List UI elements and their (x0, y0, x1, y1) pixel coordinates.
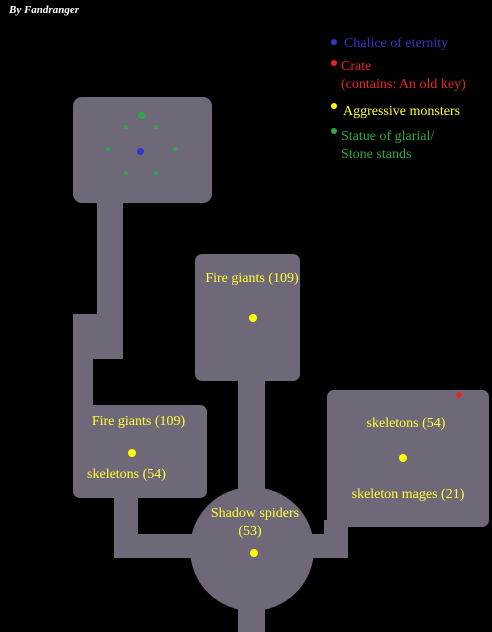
legend-crate-note: (contains: An old key) (341, 77, 466, 92)
legend-crate: Crate (341, 59, 372, 74)
green-dot-icon (331, 128, 337, 134)
corridor-central (238, 378, 265, 498)
stone-stand-marker (124, 125, 128, 129)
legend-statue-sub: Stone stands (341, 147, 412, 162)
legend-chalice: Chalice of eternity (344, 36, 449, 51)
corridor-west (73, 340, 93, 415)
room-label-fire-giants-upper: Fire giants (109) (205, 271, 299, 286)
room-label-skeleton-mages: skeleton mages (21) (351, 487, 465, 502)
fire-giants-lower-room (73, 405, 207, 498)
legend-aggressive: Aggressive monsters (343, 104, 461, 119)
monster-marker (399, 454, 407, 462)
statue-marker (138, 112, 145, 119)
room-label-fire-giants-lower: Fire giants (109) (91, 414, 186, 429)
crate-marker (456, 392, 462, 398)
stone-stand-marker (154, 171, 158, 175)
map-credit: By Fandranger (9, 4, 79, 16)
chalice-marker (137, 148, 144, 155)
blue-dot-icon (331, 39, 337, 45)
red-dot-icon (331, 60, 337, 66)
room-label-shadow-spiders-level: (53) (238, 524, 262, 539)
stone-stand-marker (124, 171, 128, 175)
monster-marker (250, 549, 258, 557)
corridor-east-link (324, 520, 348, 558)
corridor-south-west (114, 494, 138, 534)
stone-stand-marker (106, 147, 110, 151)
monster-marker (249, 314, 257, 322)
stone-stand-marker (154, 125, 158, 129)
fire-giants-upper-room (195, 254, 300, 381)
legend-statue: Statue of glarial/ (341, 129, 435, 144)
corridor-south (238, 598, 265, 632)
yellow-dot-icon (331, 103, 337, 109)
stone-stand-marker (173, 147, 177, 151)
monster-marker (128, 449, 136, 457)
room-label-skeletons-right: skeletons (54) (366, 416, 446, 431)
skeleton-mages-room (327, 390, 489, 527)
room-label-skeletons-left: skeletons (54) (87, 467, 166, 482)
room-label-shadow-spiders: Shadow spiders (210, 506, 300, 521)
